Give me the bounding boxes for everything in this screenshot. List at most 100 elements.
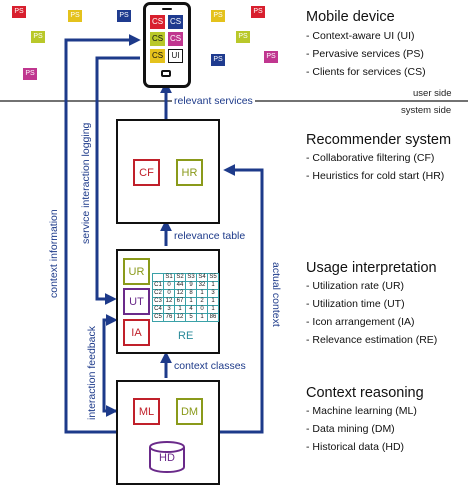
actual-context-label: actual context xyxy=(270,262,282,327)
matrix-cell: 12 xyxy=(174,289,186,298)
usage-interpretation-title: Usage interpretation xyxy=(306,260,437,276)
matrix-cell: 3 xyxy=(207,289,219,298)
matrix-cell: 32 xyxy=(196,281,208,290)
mobile-device-title: Mobile device xyxy=(306,9,395,25)
matrix-cell: 1 xyxy=(207,281,219,290)
service-interaction-logging-label: service interaction logging xyxy=(80,122,92,244)
recommender-item-2: - Heuristics for cold start (HR) xyxy=(306,170,445,182)
matrix-cell: 1 xyxy=(185,297,197,306)
context-item-2: - Data mining (DM) xyxy=(306,423,395,435)
phone-tile-ui: UI xyxy=(168,49,183,63)
smartphone-icon: CS CS CS CS CS UI xyxy=(143,2,191,88)
matrix-row-header: C2 xyxy=(152,289,164,298)
matrix-cell: 1 xyxy=(196,289,208,298)
context-information-label: context information xyxy=(48,209,60,298)
ps-tag-10: PS xyxy=(264,51,278,63)
matrix-row-header: C3 xyxy=(152,297,164,306)
matrix-cell: 3 xyxy=(163,305,175,314)
ps-tag-9: PS xyxy=(211,54,225,66)
cf-component: CF xyxy=(133,159,160,186)
usage-item-2: - Utilization time (UT) xyxy=(306,298,405,310)
matrix-col-header: S1 xyxy=(163,273,175,282)
arrow-interaction-feedback xyxy=(102,314,118,413)
hd-label: HD xyxy=(159,452,175,464)
interaction-feedback-label: interaction feedback xyxy=(86,326,98,420)
matrix-cell: 4 xyxy=(185,305,197,314)
mobile-item-2: - Pervasive services (PS) xyxy=(306,48,424,60)
ps-tag-2: PS xyxy=(68,10,82,22)
matrix-row-header: C4 xyxy=(152,305,164,314)
ps-tag-5: PS xyxy=(23,68,37,80)
matrix-row-header: C5 xyxy=(152,313,164,322)
matrix-cell: 0 xyxy=(163,281,175,290)
ps-tag-4: PS xyxy=(31,31,45,43)
phone-screen: CS CS CS CS CS UI xyxy=(150,15,184,65)
matrix-col-header: S4 xyxy=(196,273,208,282)
matrix-cell: 67 xyxy=(174,297,186,306)
user-side-label: user side xyxy=(413,88,452,99)
matrix-cell: 1 xyxy=(207,297,219,306)
phone-tile-cs-1: CS xyxy=(150,15,165,29)
ps-tag-3: PS xyxy=(117,10,131,22)
dm-component: DM xyxy=(176,398,203,425)
phone-tile-cs-3: CS xyxy=(150,32,165,46)
matrix-cell: 86 xyxy=(207,313,219,322)
arrow-service-interaction-logging xyxy=(95,56,140,305)
usage-item-1: - Utilization rate (UR) xyxy=(306,280,405,292)
context-classes-label: context classes xyxy=(172,360,248,372)
database-icon xyxy=(149,441,185,473)
context-reasoning-box xyxy=(116,380,220,485)
ps-tag-8: PS xyxy=(236,31,250,43)
usage-item-4: - Relevance estimation (RE) xyxy=(306,334,438,346)
context-item-3: - Historical data (HD) xyxy=(306,441,405,453)
matrix-cell: 0 xyxy=(163,289,175,298)
ut-component: UT xyxy=(123,288,150,315)
matrix-cell: 1 xyxy=(196,313,208,322)
arrow-context-information xyxy=(64,34,141,434)
matrix-cell: 1 xyxy=(207,305,219,314)
matrix-col-header: S3 xyxy=(185,273,197,282)
mobile-item-1: - Context-aware UI (UI) xyxy=(306,30,415,42)
matrix-cell: 44 xyxy=(174,281,186,290)
relevant-services-label: relevant services xyxy=(172,95,255,107)
context-item-1: - Machine learning (ML) xyxy=(306,405,417,417)
matrix-cell: 12 xyxy=(174,313,186,322)
matrix-cell: 8 xyxy=(185,289,197,298)
re-label: RE xyxy=(178,330,194,342)
recommender-system-title: Recommender system xyxy=(306,132,452,148)
phone-tile-cs-2: CS xyxy=(168,15,183,29)
matrix-cell: 12 xyxy=(163,297,175,306)
matrix-cell: 76 xyxy=(163,313,175,322)
matrix-cell: 1 xyxy=(174,305,186,314)
recommender-system-box xyxy=(116,119,220,224)
hr-component: HR xyxy=(176,159,203,186)
matrix-col-header: S2 xyxy=(174,273,186,282)
usage-item-3: - Icon arrangement (IA) xyxy=(306,316,415,328)
relevance-table-label: relevance table xyxy=(172,230,248,242)
arrow-actual-context xyxy=(220,164,264,434)
ia-component: IA xyxy=(123,319,150,346)
matrix-cell: 2 xyxy=(196,297,208,306)
context-reasoning-title: Context reasoning xyxy=(306,385,424,401)
phone-tile-cs-5: CS xyxy=(150,49,165,63)
ur-component: UR xyxy=(123,258,150,285)
ps-tag-6: PS xyxy=(211,10,225,22)
matrix-corner xyxy=(152,273,164,282)
matrix-cell: 5 xyxy=(185,313,197,322)
matrix-cell: 9 xyxy=(185,281,197,290)
mobile-item-3: - Clients for services (CS) xyxy=(306,66,426,78)
ps-tag-1: PS xyxy=(12,6,26,18)
matrix-row-header: C1 xyxy=(152,281,164,290)
matrix-cell: 0 xyxy=(196,305,208,314)
recommender-item-1: - Collaborative filtering (CF) xyxy=(306,152,435,164)
phone-tile-cs-4: CS xyxy=(168,32,183,46)
system-side-label: system side xyxy=(401,105,452,116)
matrix-col-header: S5 xyxy=(207,273,219,282)
